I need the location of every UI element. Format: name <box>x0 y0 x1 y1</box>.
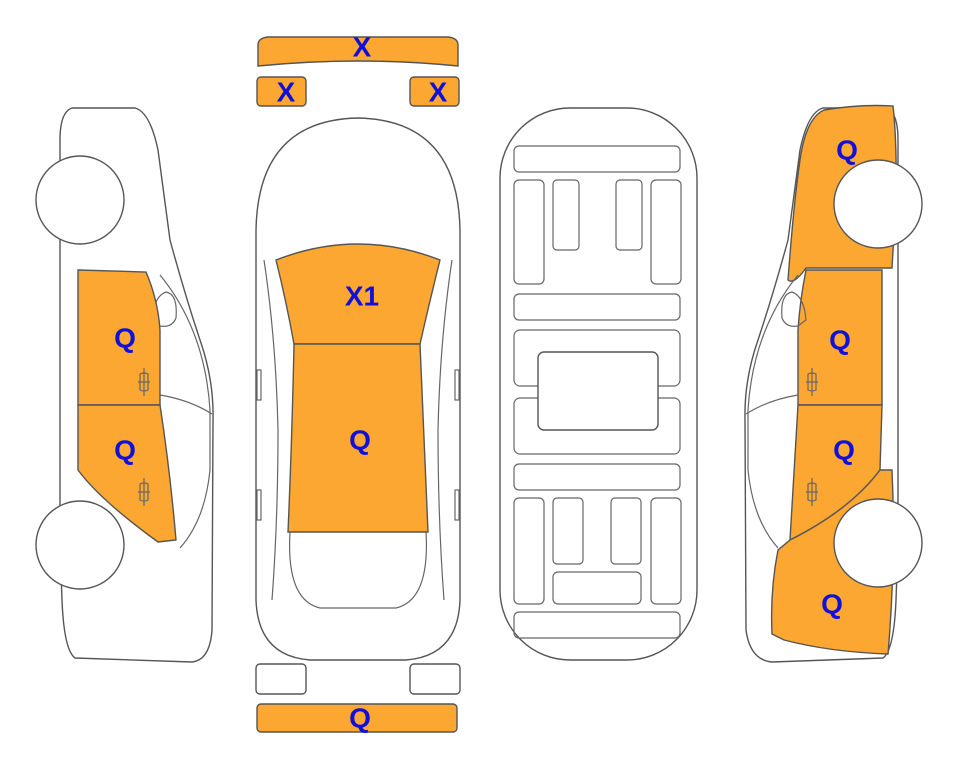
left-side-belt-line <box>159 394 213 415</box>
right-headlight-label: X <box>429 76 448 107</box>
right-side-mirror <box>781 291 807 327</box>
right-rear-quarter-label: Q <box>821 588 843 619</box>
rear-bumper-label: Q <box>349 702 371 733</box>
left-side-rear-wheel <box>35 500 125 590</box>
right-front-fender-label: Q <box>836 134 858 165</box>
hood-panel[interactable] <box>275 243 441 345</box>
right-rear-door-handle <box>806 478 818 506</box>
left-side-view: Q Q <box>35 107 214 663</box>
left-side-front-wheel <box>35 155 125 245</box>
right-door-mark <box>454 489 460 521</box>
top-view-right-contour <box>437 259 453 601</box>
right-side-front-wheel <box>833 159 923 249</box>
underbody-crossmember-2 <box>513 463 681 491</box>
right-rear-door-label: Q <box>833 434 855 465</box>
underbody-rear-right-rail <box>650 497 682 605</box>
right-taillight <box>409 663 461 695</box>
right-front-door-handle <box>806 368 818 396</box>
right-headlight-panel[interactable] <box>409 76 460 107</box>
left-rear-door-handle <box>138 478 150 506</box>
underbody-front-bar <box>513 145 681 173</box>
front-bumper-label: X <box>353 31 372 62</box>
underbody-front-left-pocket <box>552 179 580 251</box>
roof-panel[interactable] <box>287 343 429 533</box>
underbody-spare-well <box>552 571 642 605</box>
underbody-rear-left-rail <box>513 497 545 605</box>
left-headlight-label: X <box>277 76 296 107</box>
left-door-mark <box>256 489 262 521</box>
left-front-door-label: Q <box>114 322 136 353</box>
left-mirror-mark <box>256 369 262 401</box>
right-side-glass <box>747 274 799 549</box>
underbody-rear-right-pocket <box>610 497 642 565</box>
left-front-door-handle <box>138 368 150 396</box>
left-rear-door-panel[interactable] <box>77 404 177 543</box>
underbody-rear-bar <box>513 611 681 639</box>
left-side-glass <box>159 274 211 549</box>
underbody-view <box>499 107 698 661</box>
top-view-rear-window <box>288 531 428 609</box>
left-front-door-panel[interactable] <box>77 269 161 406</box>
right-mirror-mark <box>454 369 460 401</box>
underbody-rear-left-pocket <box>552 497 584 565</box>
roof-label: Q <box>349 424 371 455</box>
top-view: X X X X1 Q Q <box>255 31 461 733</box>
underbody-front-right-rail <box>650 179 682 285</box>
left-side-mirror <box>151 291 177 327</box>
rear-bumper-panel[interactable] <box>256 703 458 733</box>
underbody-front-left-rail <box>513 179 545 285</box>
underbody-tunnel <box>537 351 659 431</box>
right-side-view: Q Q Q Q <box>744 104 923 663</box>
underbody-crossmember-1 <box>513 293 681 321</box>
right-side-belt-line <box>745 394 799 415</box>
underbody-front-right-pocket <box>615 179 643 251</box>
left-headlight-panel[interactable] <box>256 76 307 107</box>
left-rear-door-label: Q <box>114 434 136 465</box>
hood-label: X1 <box>345 280 379 311</box>
right-front-door-label: Q <box>829 324 851 355</box>
right-side-rear-wheel <box>833 498 923 588</box>
left-taillight <box>255 663 307 695</box>
top-view-left-contour <box>263 259 279 601</box>
front-bumper-panel[interactable] <box>257 36 459 67</box>
